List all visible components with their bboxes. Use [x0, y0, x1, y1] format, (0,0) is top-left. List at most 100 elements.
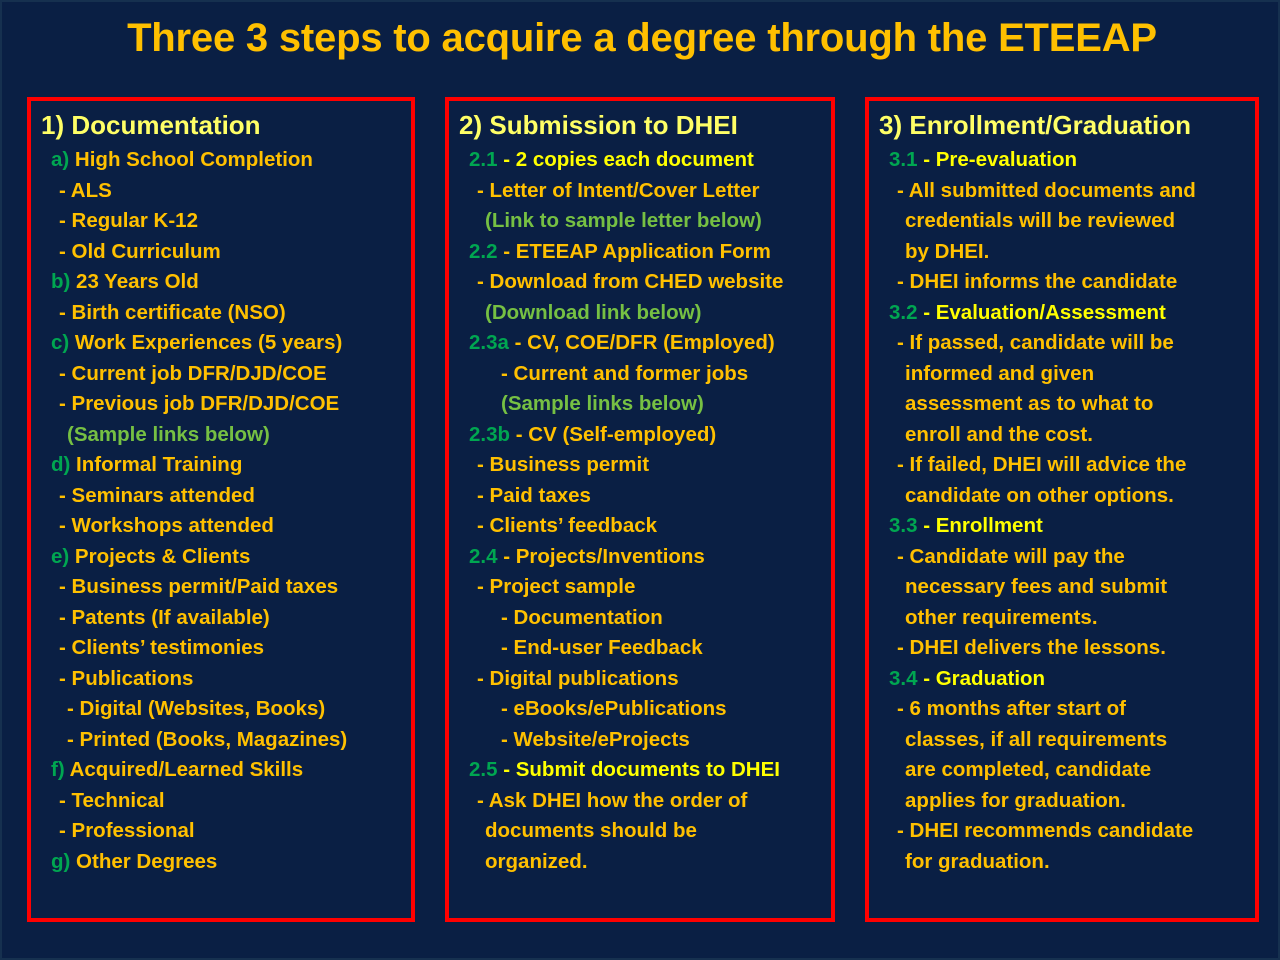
list-item-label: assessment as to what to [905, 392, 1154, 415]
list-item: g) Other Degrees [37, 847, 405, 878]
list-item-marker: 3.4 [889, 666, 918, 690]
list-item-label: - Projects/Inventions [497, 544, 705, 568]
list-item-label: - Candidate will pay the [897, 544, 1125, 568]
list-item: e) Projects & Clients [37, 542, 405, 573]
list-item-marker: 3.2 [889, 300, 918, 324]
list-item: - Download from CHED website [455, 267, 825, 298]
panel-heading: 3) Enrollment/Graduation [879, 110, 1192, 140]
list-item-label: - Business permit [477, 453, 650, 476]
list-item-label: enroll and the cost. [905, 422, 1093, 446]
list-item: - DHEI delivers the lessons. [875, 633, 1249, 664]
list-item: - Seminars attended [37, 481, 405, 512]
list-item: 2.3a - CV, COE/DFR (Employed) [455, 328, 825, 359]
list-item: - All submitted documents and [875, 176, 1249, 207]
list-item-label: for graduation. [905, 849, 1050, 873]
list-item: - If passed, candidate will be [875, 328, 1249, 359]
list-item-marker: 2.3a [469, 331, 509, 354]
list-item-label: - DHEI informs the candidate [897, 270, 1178, 293]
list-item: - Old Curriculum [37, 237, 405, 268]
list-item: - Project sample [455, 572, 825, 603]
list-item-label: - Birth certificate (NSO) [59, 300, 286, 324]
list-item-label: - Seminars attended [59, 483, 255, 507]
list-item-label: - ETEEAP Application Form [497, 239, 771, 263]
list-item: - Website/eProjects [455, 725, 825, 756]
list-item-label: - End-user Feedback [501, 636, 703, 659]
list-item-marker: d) [51, 453, 71, 476]
list-item: organized. [455, 847, 825, 878]
list-item-label: - Graduation [917, 666, 1046, 690]
list-item-label: classes, if all requirements [905, 727, 1168, 751]
list-item: - Birth certificate (NSO) [37, 298, 405, 329]
list-item: c) Work Experiences (5 years) [37, 328, 405, 359]
list-item-label: - Publications [59, 666, 194, 690]
list-item: - Digital (Websites, Books) [37, 694, 405, 725]
panel-heading: 2) Submission to DHEI [459, 110, 738, 140]
step-panel-3: 3) Enrollment/Graduation 3.1 - Pre-evalu… [865, 97, 1259, 922]
list-item: - DHEI informs the candidate [875, 267, 1249, 298]
list-item: d) Informal Training [37, 450, 405, 481]
list-item: - Regular K-12 [37, 206, 405, 237]
list-item: enroll and the cost. [875, 420, 1249, 451]
list-item: - Workshops attended [37, 511, 405, 542]
list-item-label: - Current and former jobs [501, 361, 749, 385]
list-item: - Previous job DFR/DJD/COE [37, 389, 405, 420]
list-item-label: High School Completion [69, 148, 313, 171]
list-item-label: - ALS [59, 178, 112, 202]
list-item: documents should be [455, 816, 825, 847]
list-item: 3.1 - Pre-evaluation [875, 145, 1249, 176]
list-item: - Technical [37, 786, 405, 817]
list-item: 3.4 - Graduation [875, 664, 1249, 695]
list-item: a) High School Completion [37, 145, 405, 176]
list-item-label: - Current job DFR/DJD/COE [59, 361, 327, 385]
list-item-label: - All submitted documents and [897, 178, 1196, 202]
list-item: 2.3b - CV (Self-employed) [455, 420, 825, 451]
list-item: - Printed (Books, Magazines) [37, 725, 405, 756]
list-item-marker: 2.2 [469, 239, 498, 263]
list-item-label: - Digital (Websites, Books) [67, 697, 326, 720]
list-item-label: - 2 copies each document [497, 148, 754, 171]
list-item: - End-user Feedback [455, 633, 825, 664]
list-item-label: - Previous job DFR/DJD/COE [59, 392, 340, 415]
list-item: - Business permit [455, 450, 825, 481]
list-item-marker: a) [51, 148, 70, 171]
list-item: - Publications [37, 664, 405, 695]
list-item-label: are completed, candidate [905, 758, 1152, 781]
list-item-label: informed and given [905, 361, 1095, 385]
list-item-label: Work Experiences (5 years) [69, 331, 343, 354]
list-item-marker: 3.3 [889, 514, 918, 537]
list-item: (Download link below) [455, 298, 825, 329]
list-item: - 6 months after start of [875, 694, 1249, 725]
list-item-label: by DHEI. [905, 239, 990, 263]
list-item-label: applies for graduation. [905, 788, 1126, 812]
list-item-label: - Documentation [501, 605, 663, 629]
list-item: - Clients’ testimonies [37, 633, 405, 664]
list-item: - Documentation [455, 603, 825, 634]
list-item-marker: 2.4 [469, 544, 498, 568]
list-item: are completed, candidate [875, 755, 1249, 786]
list-item-label: Acquired/Learned Skills [64, 758, 304, 781]
list-item: other requirements. [875, 603, 1249, 634]
panel-lines: 3.1 - Pre-evaluation- All submitted docu… [875, 145, 1249, 877]
list-item-label: credentials will be reviewed [905, 209, 1176, 232]
list-item-marker: b) [51, 270, 71, 293]
list-item-label: - Clients’ testimonies [59, 636, 265, 659]
list-item-label: - Clients’ feedback [477, 514, 658, 537]
list-item-label: documents should be [485, 819, 697, 842]
list-item: necessary fees and submit [875, 572, 1249, 603]
list-item-label: (Sample links below) [501, 392, 704, 415]
step-panel-1: 1) Documentation a) High School Completi… [27, 97, 416, 922]
list-item: - Professional [37, 816, 405, 847]
list-item: - DHEI recommends candidate [875, 816, 1249, 847]
list-item: 3.3 - Enrollment [875, 511, 1249, 542]
list-item-label: - Old Curriculum [59, 239, 221, 263]
list-item-label: - Patents (If available) [59, 605, 270, 629]
list-item: applies for graduation. [875, 786, 1249, 817]
list-item: 2.4 - Projects/Inventions [455, 542, 825, 573]
list-item: for graduation. [875, 847, 1249, 878]
list-item: - Digital publications [455, 664, 825, 695]
list-item: - Business permit/Paid taxes [37, 572, 405, 603]
list-item: - If failed, DHEI will advice the [875, 450, 1249, 481]
list-item-label: - Business permit/Paid taxes [59, 575, 339, 598]
list-item: (Sample links below) [37, 420, 405, 451]
